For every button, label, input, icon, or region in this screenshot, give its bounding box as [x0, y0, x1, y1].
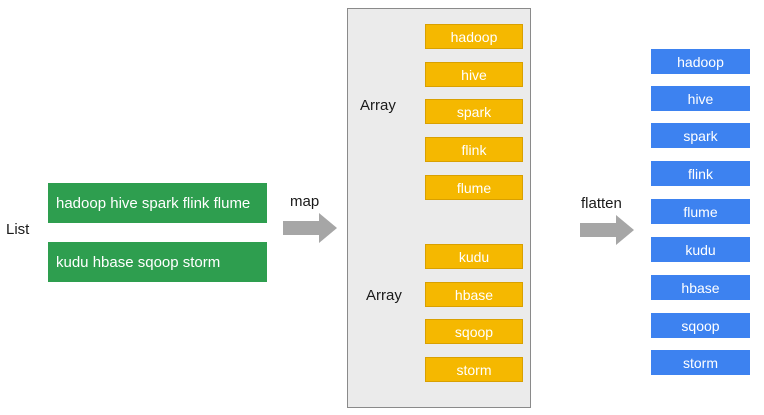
array1-item-hadoop: hadoop	[425, 24, 523, 49]
flat-item-flume: flume	[651, 199, 750, 224]
flat-item-flink: flink	[651, 161, 750, 186]
flat-item-hive: hive	[651, 86, 750, 111]
array-label-2: Array	[366, 287, 402, 304]
array1-item-spark: spark	[425, 99, 523, 124]
flatten-label: flatten	[581, 195, 622, 212]
list-label: List	[6, 221, 30, 238]
flat-item-sqoop: sqoop	[651, 313, 750, 338]
array2-item-hbase: hbase	[425, 282, 523, 307]
flatten-arrow-icon	[580, 215, 634, 245]
flat-item-spark: spark	[651, 123, 750, 148]
array-label-1: Array	[360, 97, 396, 114]
array1-item-flink: flink	[425, 137, 523, 162]
array2-item-sqoop: sqoop	[425, 319, 523, 344]
array1-item-hive: hive	[425, 62, 523, 87]
list-item-1: hadoop hive spark flink flume	[48, 183, 267, 223]
flat-item-storm: storm	[651, 350, 750, 375]
array2-item-storm: storm	[425, 357, 523, 382]
array2-item-kudu: kudu	[425, 244, 523, 269]
map-arrow-icon	[283, 213, 337, 243]
flat-item-hbase: hbase	[651, 275, 750, 300]
list-item-2: kudu hbase sqoop storm	[48, 242, 267, 282]
flat-item-kudu: kudu	[651, 237, 750, 262]
map-label: map	[290, 193, 320, 210]
array1-item-flume: flume	[425, 175, 523, 200]
flat-item-hadoop: hadoop	[651, 49, 750, 74]
